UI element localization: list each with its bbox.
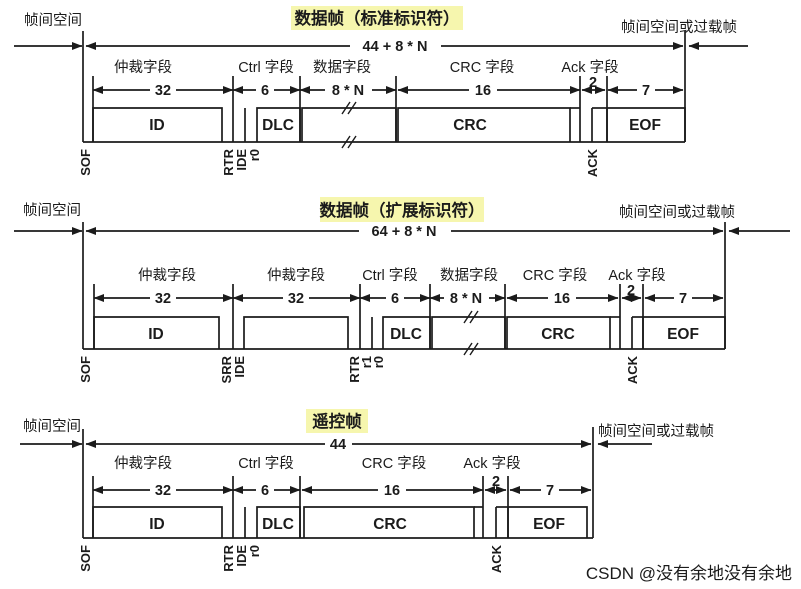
- ctrl-width: 6: [261, 83, 269, 99]
- data-width: 8 * N: [450, 291, 482, 307]
- interframe-or-overload-label: 帧间空间或过载帧: [619, 204, 735, 221]
- eof-width: 7: [642, 83, 650, 99]
- ide-bit-label: IDE: [232, 356, 247, 378]
- ack-bit-label: ACK: [489, 544, 504, 573]
- arbitration-width: 32: [155, 483, 171, 499]
- id-box-label: ID: [149, 117, 165, 134]
- arbitration-width: 32: [155, 83, 171, 99]
- box-labels: ID DLC CRC EOF: [149, 516, 565, 533]
- ide-bit-label: IDE: [234, 545, 249, 567]
- arbitration-width: 32: [155, 291, 171, 307]
- frame-structure: [82, 427, 594, 539]
- frame-title: 遥控帧: [312, 411, 362, 431]
- interframe-space-label: 帧间空间: [24, 12, 82, 29]
- crc-box-label: CRC: [373, 516, 407, 533]
- sof-bit-label: SOF: [78, 149, 93, 176]
- field-labels: 仲裁字段 仲裁字段 Ctrl 字段 数据字段 CRC 字段 Ack 字段 2: [138, 267, 666, 299]
- field-labels: 仲裁字段 Ctrl 字段 数据字段 CRC 字段 Ack 字段 2: [114, 59, 619, 91]
- ack-field-label: Ack 字段: [608, 267, 665, 284]
- eof-width: 7: [679, 291, 687, 307]
- ctrl-width: 6: [391, 291, 399, 307]
- rtr-bit-label: RTR: [221, 148, 236, 175]
- dimension-arrows: 32 6 8 * N 16 7: [92, 83, 684, 99]
- frame-title: 数据帧（标准标识符）: [295, 8, 460, 28]
- r0-bit-label: r0: [371, 356, 386, 368]
- data-field-label: 数据字段: [313, 59, 371, 76]
- sof-bit-label: SOF: [78, 356, 93, 383]
- bit-labels: SOF RTR IDE r0 ACK: [78, 544, 504, 573]
- dimension-arrows: 32 32 6 8 * N 16 7: [93, 291, 724, 307]
- arbitration-field-label: 仲裁字段: [114, 455, 172, 472]
- ack-width-label: 2: [492, 474, 500, 490]
- data-field-label: 数据字段: [440, 267, 498, 284]
- frame-structure: [82, 31, 686, 149]
- frame-extended: 数据帧（扩展标识符） 帧间空间 帧间空间或过载帧 64 + 8 * N 仲裁字段…: [14, 197, 790, 384]
- csdn-watermark: CSDN @没有余地没有余地: [586, 564, 792, 583]
- crc-field-label: CRC 字段: [450, 59, 514, 76]
- box-labels: ID DLC CRC EOF: [148, 326, 699, 343]
- frame-remote: 遥控帧 帧间空间 帧间空间或过载帧 44 仲裁字段 Ctrl 字段 CRC 字段…: [20, 409, 714, 573]
- crc-width: 16: [554, 291, 570, 307]
- ctrl-field-label: Ctrl 字段: [238, 59, 294, 76]
- dlc-box-label: DLC: [390, 326, 422, 343]
- r1-bit-label: r1: [359, 356, 374, 368]
- ack-field-label: Ack 字段: [463, 455, 520, 472]
- id-box-label: ID: [148, 326, 164, 343]
- crc-field-label: CRC 字段: [362, 455, 426, 472]
- arbitration-field-label: 仲裁字段: [114, 59, 172, 76]
- interframe-or-overload-label: 帧间空间或过载帧: [621, 19, 737, 36]
- arbitration-field-label: 仲裁字段: [138, 267, 196, 284]
- crc-field-label: CRC 字段: [523, 267, 587, 284]
- r0-bit-label: r0: [247, 545, 262, 557]
- title-highlight: [291, 6, 463, 30]
- rtr-bit-label: RTR: [221, 544, 236, 571]
- eof-box-label: EOF: [533, 516, 565, 533]
- ack-bit-label: ACK: [625, 355, 640, 384]
- dimension-arrows: 32 6 16 7: [92, 483, 592, 499]
- interframe-space-label: 帧间空间: [23, 418, 81, 435]
- arbitration2-width: 32: [288, 291, 304, 307]
- ack-width-label: 2: [589, 75, 597, 91]
- crc-width: 16: [475, 83, 491, 99]
- ctrl-field-label: Ctrl 字段: [362, 267, 418, 284]
- eof-box-label: EOF: [629, 117, 661, 134]
- dlc-box-label: DLC: [262, 516, 294, 533]
- rtr-bit-label: RTR: [347, 355, 362, 382]
- frame-standard: 数据帧（标准标识符） 帧间空间 帧间空间或过载帧 44 + 8 * N 仲裁字段…: [14, 6, 748, 177]
- frame-title: 数据帧（扩展标识符）: [320, 200, 485, 220]
- eof-box-label: EOF: [667, 326, 699, 343]
- title-highlight: [306, 409, 368, 433]
- id-box-label: ID: [149, 516, 165, 533]
- crc-box-label: CRC: [453, 117, 487, 134]
- title-highlight: [320, 197, 484, 222]
- r0-bit-label: r0: [247, 149, 262, 161]
- srr-bit-label: SRR: [219, 355, 234, 383]
- sof-bit-label: SOF: [78, 545, 93, 572]
- ack-field-label: Ack 字段: [561, 59, 618, 76]
- interframe-or-overload-label: 帧间空间或过载帧: [598, 423, 714, 440]
- ack-width-label: 2: [627, 283, 635, 299]
- crc-width: 16: [384, 483, 400, 499]
- total-bits-label: 64 + 8 * N: [372, 224, 437, 240]
- frame-structure: [82, 222, 726, 356]
- ctrl-field-label: Ctrl 字段: [238, 455, 294, 472]
- arbitration2-field-label: 仲裁字段: [267, 267, 325, 284]
- data-width: 8 * N: [332, 83, 364, 99]
- total-bits-label: 44 + 8 * N: [363, 39, 428, 55]
- field-labels: 仲裁字段 Ctrl 字段 CRC 字段 Ack 字段 2: [114, 455, 521, 490]
- dlc-box-label: DLC: [262, 117, 294, 134]
- ctrl-width: 6: [261, 483, 269, 499]
- total-bits-label: 44: [330, 437, 346, 453]
- eof-width: 7: [546, 483, 554, 499]
- bit-labels: SOF RTR IDE r0 ACK: [78, 148, 600, 177]
- bit-labels: SOF SRR IDE RTR r1 r0 ACK: [78, 355, 640, 384]
- ide-bit-label: IDE: [234, 149, 249, 171]
- crc-box-label: CRC: [541, 326, 575, 343]
- ack-bit-label: ACK: [585, 148, 600, 177]
- interframe-space-label: 帧间空间: [23, 202, 81, 219]
- box-labels: ID DLC CRC EOF: [149, 117, 661, 134]
